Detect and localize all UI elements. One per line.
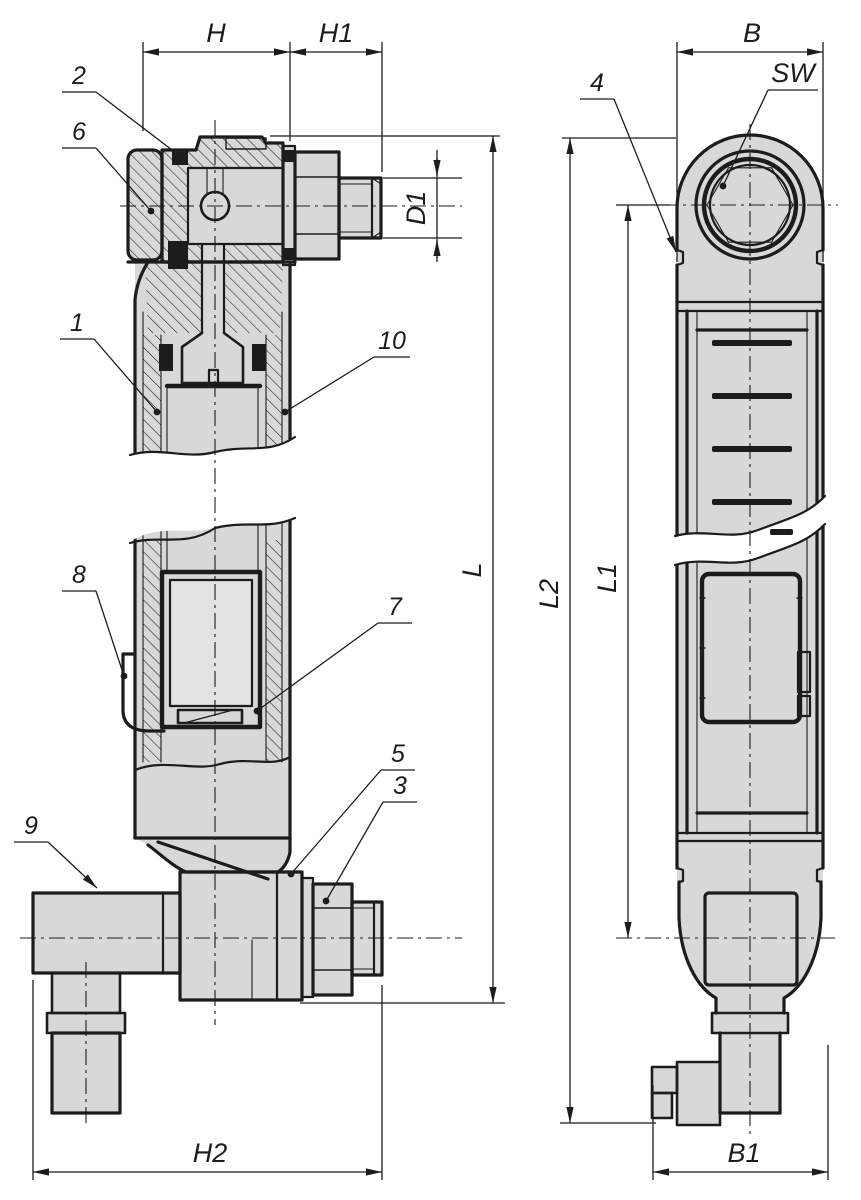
float-switch-housing <box>159 569 263 730</box>
float-body <box>168 578 254 708</box>
side-dimensions: B L2 L1 B1 <box>534 18 829 1180</box>
dim-label-L1: L1 <box>592 563 622 593</box>
dim-label-D1: D1 <box>401 191 431 226</box>
dim-label-H2: H2 <box>193 1138 228 1168</box>
svg-text:6: 6 <box>72 118 86 146</box>
part-label-SW: SW <box>719 58 818 190</box>
part-label-9: 9 <box>14 812 98 889</box>
svg-text:4: 4 <box>590 69 604 97</box>
part-label-4: 4 <box>580 69 677 253</box>
svg-text:8: 8 <box>72 561 86 589</box>
part-label-1: 1 <box>60 309 161 416</box>
dim-L1: L1 <box>592 204 670 938</box>
svg-text:10: 10 <box>378 327 406 355</box>
dim-label-H1: H1 <box>319 18 354 48</box>
part-label-8: 8 <box>62 561 128 680</box>
dim-H2: H2 <box>32 980 383 1180</box>
dim-D1: D1 <box>383 150 462 262</box>
side-view: B L2 L1 B1 4 <box>534 18 838 1180</box>
dim-label-L: L <box>457 562 487 577</box>
dim-L: L <box>270 135 505 1004</box>
dim-B: B <box>676 18 824 262</box>
part-label-6: 6 <box>62 118 155 215</box>
svg-text:5: 5 <box>391 740 405 768</box>
dim-H1: H1 <box>290 18 383 172</box>
section-part-labels: 2 6 1 10 <box>14 62 417 905</box>
dim-label-H: H <box>206 18 226 48</box>
part-label-7: 7 <box>253 593 412 715</box>
side-centerlines <box>616 124 838 1136</box>
part-label-5: 5 <box>287 740 415 878</box>
side-break <box>673 494 827 567</box>
svg-text:9: 9 <box>24 812 38 840</box>
dim-label-B1: B1 <box>727 1138 760 1168</box>
section-centerlines <box>20 120 462 1126</box>
part-label-10: 10 <box>281 327 410 416</box>
dim-label-SW: SW <box>771 58 817 88</box>
bottom-boss <box>703 891 799 987</box>
svg-text:3: 3 <box>393 772 407 800</box>
dim-B1: B1 <box>652 1045 829 1180</box>
section-view: H H1 D1 L <box>14 18 505 1180</box>
dim-H: H <box>142 18 291 141</box>
section-dimensions: H H1 D1 L <box>32 18 505 1180</box>
part-label-2: 2 <box>62 62 180 157</box>
part-label-3: 3 <box>322 772 417 905</box>
retaining-clip <box>121 652 166 733</box>
svg-text:2: 2 <box>71 62 86 90</box>
level-marks <box>712 340 792 505</box>
dim-L2: L2 <box>534 137 676 1124</box>
svg-text:1: 1 <box>70 309 84 337</box>
svg-text:7: 7 <box>388 593 403 621</box>
dim-label-B: B <box>743 18 761 48</box>
dim-label-L2: L2 <box>534 579 564 609</box>
side-part-labels: 4 SW <box>580 58 818 253</box>
